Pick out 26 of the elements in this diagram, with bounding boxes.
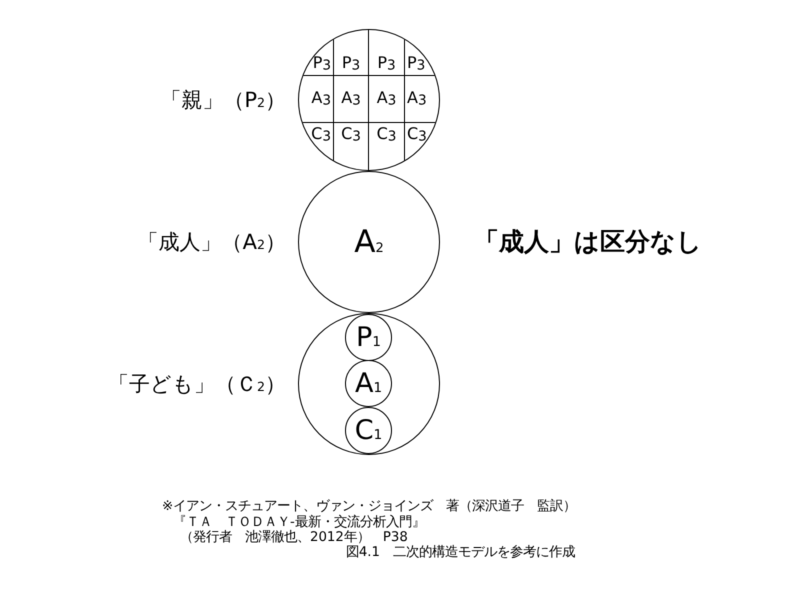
grid-circle — [298, 29, 440, 171]
cell-label: A$_{3}$ — [376, 90, 396, 108]
ego-state-circle — [298, 171, 440, 313]
source-note: ※イアン・スチュアート、ヴァン・ジョインズ 著（深沢道子 監訳） — [162, 499, 576, 514]
cell-label: A$_{3}$ — [341, 90, 361, 108]
cell-label: C$_{3}$ — [376, 126, 396, 144]
cell-label: P$_{3}$ — [342, 54, 360, 73]
ego-state-circle — [298, 313, 440, 455]
inner-circle — [345, 314, 392, 361]
inner-circle — [345, 407, 392, 454]
cell-label: C$_{3}$ — [407, 126, 427, 144]
cell-label: P$_{3}$ — [407, 54, 426, 73]
cell-label: P$_{3}$ — [377, 54, 396, 73]
cell-label: A$_{3}$ — [407, 90, 427, 108]
grid-cell — [369, 76, 405, 123]
source-note: 図4.1 二次的構造モデルを参考に作成 — [346, 545, 575, 560]
source-note: 『ＴＡ ＴＯＤＡＹ-最新・交流分析入門』 — [173, 515, 425, 530]
grid-cell — [334, 30, 369, 76]
cell-label: P$_{3}$ — [312, 54, 331, 73]
grid-cell — [334, 76, 369, 123]
cell-label: A$_{3}$ — [311, 90, 331, 108]
note-text: 「成人」は区分なし — [474, 227, 702, 257]
source-note: （発行者 池澤徹也、2012年） P38 — [180, 530, 408, 545]
cell-label: C$_{3}$ — [341, 126, 361, 144]
inner-circle — [345, 360, 392, 407]
cell-label: C$_{3}$ — [311, 126, 331, 144]
